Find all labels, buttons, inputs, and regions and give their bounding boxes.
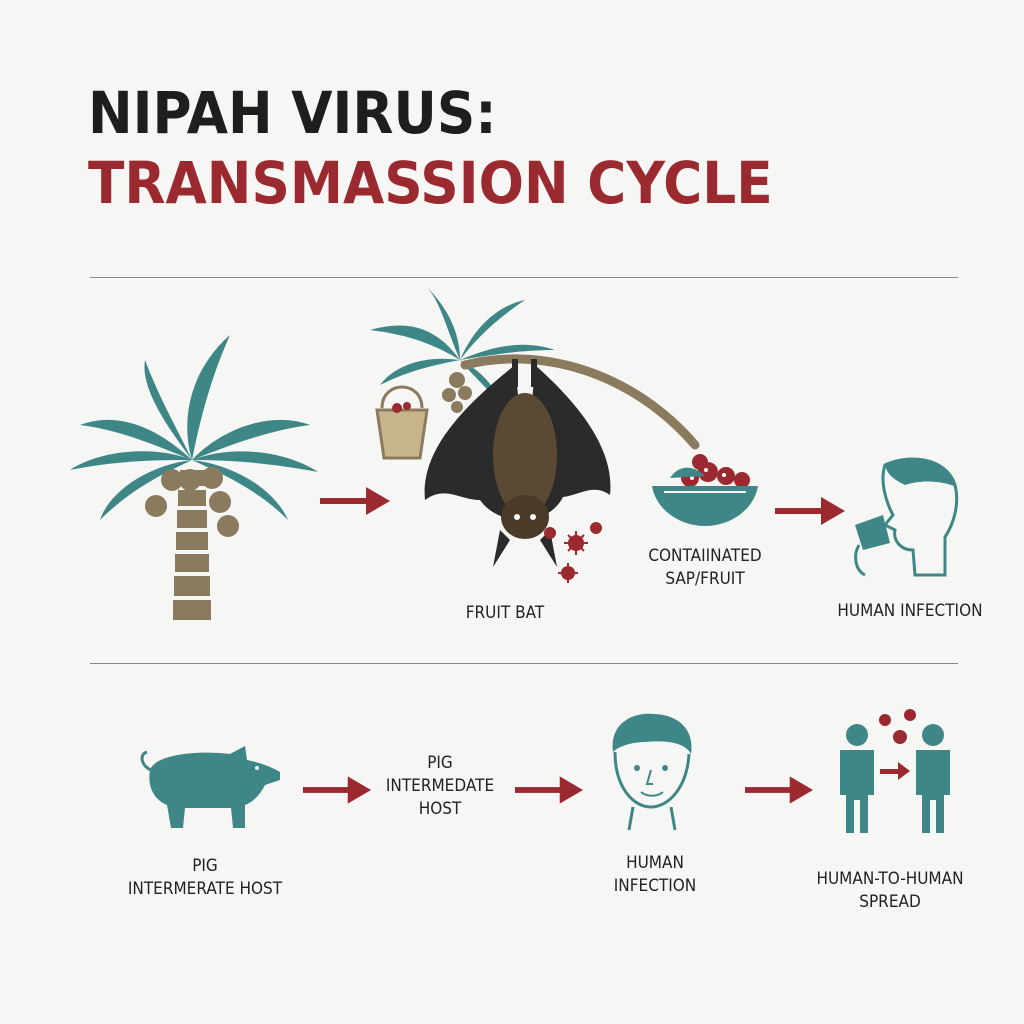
fruit-bat-label: FRUIT BAT [465,603,545,623]
pig-host-label: PIG INTERMEDATE HOST [385,753,495,819]
fruit-bowl-icon [652,454,758,526]
page-title: NIPAH VIRUS: TRANSMASSION CYCLE [88,78,773,218]
title-line-1: NIPAH VIRUS: [88,79,497,147]
fruit-bat-icon [370,285,700,567]
arrow-icon [745,776,814,804]
palm-tree-icon [70,335,318,620]
human-drinking-icon [854,457,959,577]
sap-bucket-icon [375,385,429,460]
contaminated-sap-label: CONTAIINATED SAP/FRUIT [648,546,762,589]
human-infection-label-2: HUMAN INFECTION [613,853,697,896]
human-to-human-icon [840,709,950,833]
virus-icon [544,522,602,583]
title-line-2: TRANSMASSION CYCLE [88,149,773,217]
human-infection-label: HUMAN INFECTION [837,601,983,621]
middle-divider [90,663,958,664]
pig-icon [140,746,280,828]
arrow-icon [320,487,390,515]
arrow-icon [303,776,372,804]
human-to-human-label: HUMAN-TO-HUMAN SPREAD [816,869,964,912]
pig-label: PIG INTERMERATE HOST [127,856,283,899]
human-face-icon [612,713,692,831]
top-divider [90,277,958,278]
arrow-icon [515,776,584,804]
arrow-icon [775,497,845,525]
